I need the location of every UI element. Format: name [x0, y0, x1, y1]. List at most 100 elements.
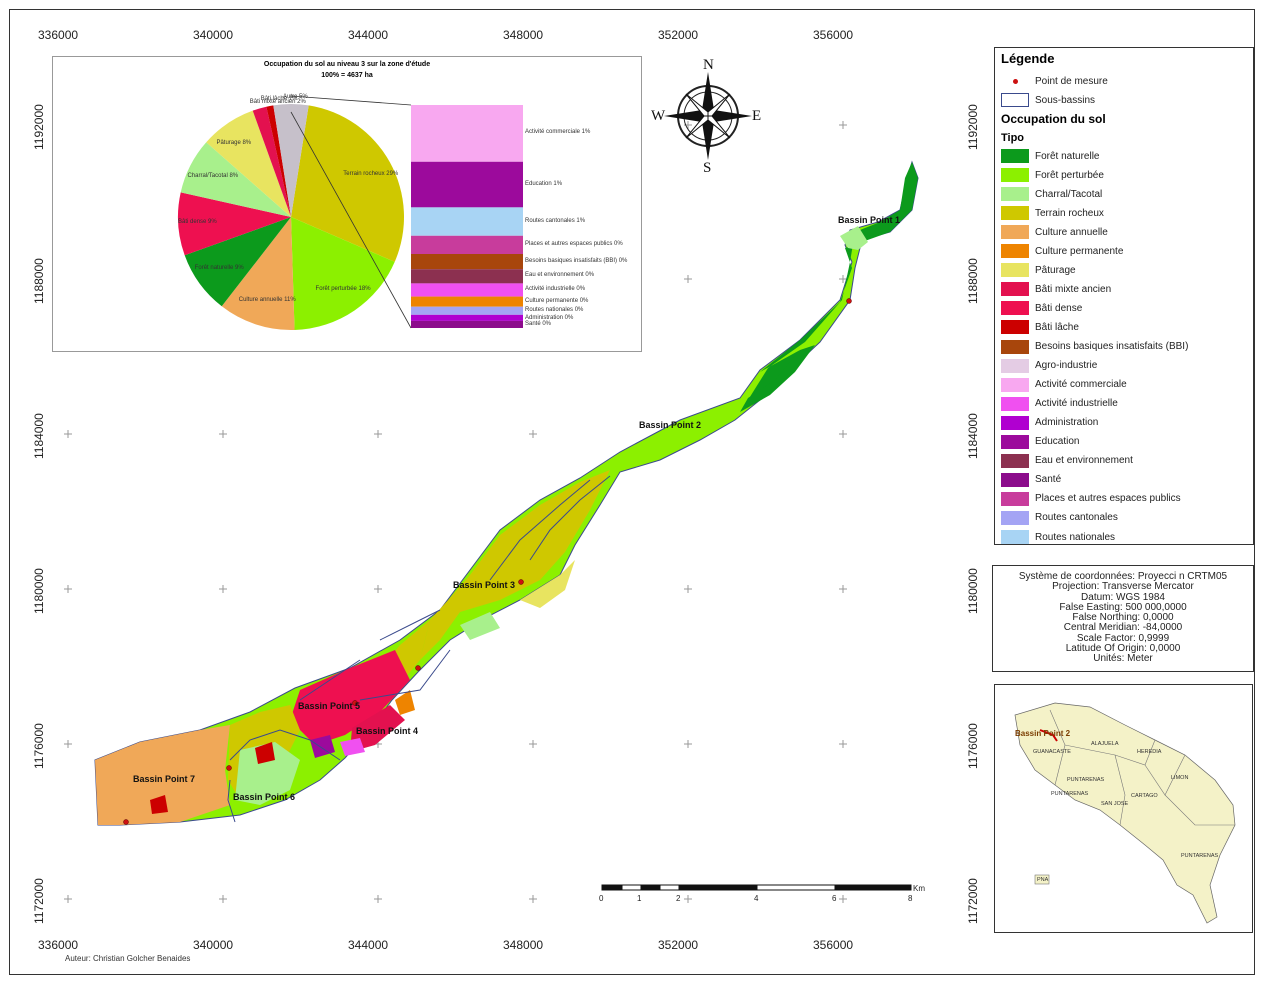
- easting-label: 356000: [813, 938, 854, 952]
- legend-basin: Sous-bassins: [1001, 93, 1095, 107]
- easting-label: 336000: [38, 938, 79, 952]
- culture-annuelle-zone: [95, 725, 230, 825]
- legend-swatch: [1001, 206, 1029, 221]
- legend-swatch: [1001, 149, 1029, 163]
- culture-permanente-zone: [395, 690, 415, 715]
- subbasin-line-4: [299, 659, 361, 701]
- northing-label: 1184000: [32, 413, 46, 459]
- legend-item: Besoins basiques insatisfaits (BBI): [1001, 339, 1188, 354]
- legend-item-label: Charral/Tacotal: [1035, 188, 1103, 200]
- inset-map: Bassin Point 2 GUANACASTE ALAJUELA HERED…: [994, 684, 1253, 933]
- bar-segment-label: Activité commerciale 1%: [525, 129, 591, 136]
- legend-item: Activité commerciale: [1001, 377, 1127, 392]
- bar-segment-label: Routes nationales 0%: [525, 306, 584, 313]
- legend-item-label: Culture permanente: [1035, 245, 1124, 257]
- basin-label-6: Bassin Point 6: [233, 792, 296, 802]
- pie-title: Occupation du sol au niveau 3 sur la zon…: [263, 61, 431, 68]
- pie-slice: [178, 192, 291, 256]
- study-area[interactable]: [94, 160, 919, 826]
- legend-item: Routes nationales: [1001, 530, 1115, 544]
- subbasin-line-2: [529, 475, 611, 561]
- legend-swatch: [1001, 434, 1029, 449]
- legend-item-label: Forêt perturbée: [1035, 169, 1104, 181]
- pie-slice: [180, 142, 291, 217]
- pie-slice-label: Forêt perturbée 18%: [315, 285, 371, 292]
- bar-segment-label: Eau et environnement 0%: [525, 272, 595, 279]
- easting-label: 348000: [503, 28, 544, 42]
- legend-item-label: Pâturage: [1035, 264, 1076, 276]
- legend-point: Point de mesure: [1001, 74, 1108, 88]
- northing-label: 1176000: [966, 723, 980, 769]
- pie-slice-label: Forêt naturelle 9%: [194, 264, 244, 271]
- measure-point-5: [352, 700, 358, 706]
- legend-item-label: Eau et environnement: [1035, 455, 1133, 467]
- measure-point-1: [846, 298, 852, 304]
- legend-item: Culture permanente: [1001, 244, 1124, 259]
- legend-item: Charral/Tacotal: [1001, 187, 1103, 202]
- legend-swatch: [1001, 415, 1029, 430]
- basin-label-4: Bassin Point 4: [356, 726, 419, 736]
- legend-swatch: [1001, 187, 1029, 202]
- bati-zone-7: [150, 795, 168, 814]
- legend-panel: Légende Point de mesure Sous-bassins Occ…: [994, 47, 1254, 545]
- basin-label-5: Bassin Point 5: [298, 701, 361, 711]
- scale-bar: [601, 884, 912, 891]
- legend-swatch: [1001, 263, 1029, 278]
- legend-swatch: [1001, 339, 1029, 354]
- easting-label: 336000: [38, 28, 79, 42]
- pie-slice: [291, 105, 405, 262]
- easting-label: 344000: [348, 938, 389, 952]
- northing-label: 1192000: [966, 104, 980, 150]
- basin-label-1: Bassin Point 1: [838, 215, 901, 225]
- easting-label: 344000: [348, 28, 389, 42]
- north-arrow-icon: [664, 72, 752, 160]
- legend-swatch: [1001, 358, 1029, 373]
- legend-item-label: Bâti lâche: [1035, 321, 1079, 333]
- legend-item-label: Bâti mixte ancien: [1035, 283, 1112, 295]
- mixed-zone-2: [235, 742, 300, 805]
- subbasin-line-6: [227, 779, 236, 823]
- basin-label-3: Bassin Point 3: [453, 580, 516, 590]
- pie-slice: [221, 217, 295, 330]
- bar-segment: [411, 320, 523, 328]
- west-letter: W: [651, 108, 666, 124]
- charral-zone-2: [460, 612, 500, 640]
- legend-item-label: Bâti dense: [1035, 302, 1083, 314]
- pie-slice-label: Culture annuelle 11%: [238, 296, 296, 303]
- legend-item: Bâti mixte ancien: [1001, 282, 1112, 297]
- northing-label: 1180000: [966, 568, 980, 614]
- legend-item-label: Agro-industrie: [1035, 360, 1098, 372]
- bar-segment-label: Administration 0%: [525, 314, 574, 321]
- easting-label: 352000: [658, 28, 699, 42]
- bar-segment-label: Places et autres espaces publics 0%: [525, 240, 623, 247]
- subbasin-line-5: [229, 729, 341, 761]
- measure-point-7: [123, 819, 129, 825]
- bar-segment-label: Routes cantonales 1%: [525, 217, 586, 224]
- legend-swatch: [1001, 225, 1029, 240]
- bar-segment: [411, 306, 523, 315]
- map-frame: [9, 9, 1255, 975]
- subbasin-line-7: [359, 649, 451, 701]
- northing-label: 1188000: [966, 258, 980, 304]
- legend-item-label: Routes cantonales: [1035, 512, 1118, 524]
- easting-label: 348000: [503, 938, 544, 952]
- northing-label: 1172000: [32, 878, 46, 924]
- basin-swatch: [1001, 93, 1029, 107]
- basin-label-7: Bassin Point 7: [133, 774, 196, 784]
- legend-swatch: [1001, 301, 1029, 316]
- bar-segment: [411, 269, 523, 284]
- legend-swatch: [1001, 510, 1029, 525]
- legend-field-title: Tipo: [1001, 132, 1025, 144]
- legend-swatch: [1001, 377, 1029, 392]
- coordinate-system-panel: Système de coordonnées: Proyecci n CRTM0…: [992, 565, 1254, 672]
- northing-label: 1180000: [32, 568, 46, 614]
- legend-item-label: Places et autres espaces publics: [1035, 493, 1181, 505]
- legend-item-label: Activité commerciale: [1035, 379, 1127, 391]
- northing-label: 1188000: [32, 258, 46, 304]
- measure-point-4: [415, 665, 421, 671]
- commerce-zone: [340, 738, 365, 756]
- legend-item: Forêt naturelle: [1001, 149, 1099, 163]
- legend-item: Eau et environnement: [1001, 453, 1133, 468]
- pie-chart-panel: Occupation du sol au niveau 3 sur la zon…: [52, 56, 642, 352]
